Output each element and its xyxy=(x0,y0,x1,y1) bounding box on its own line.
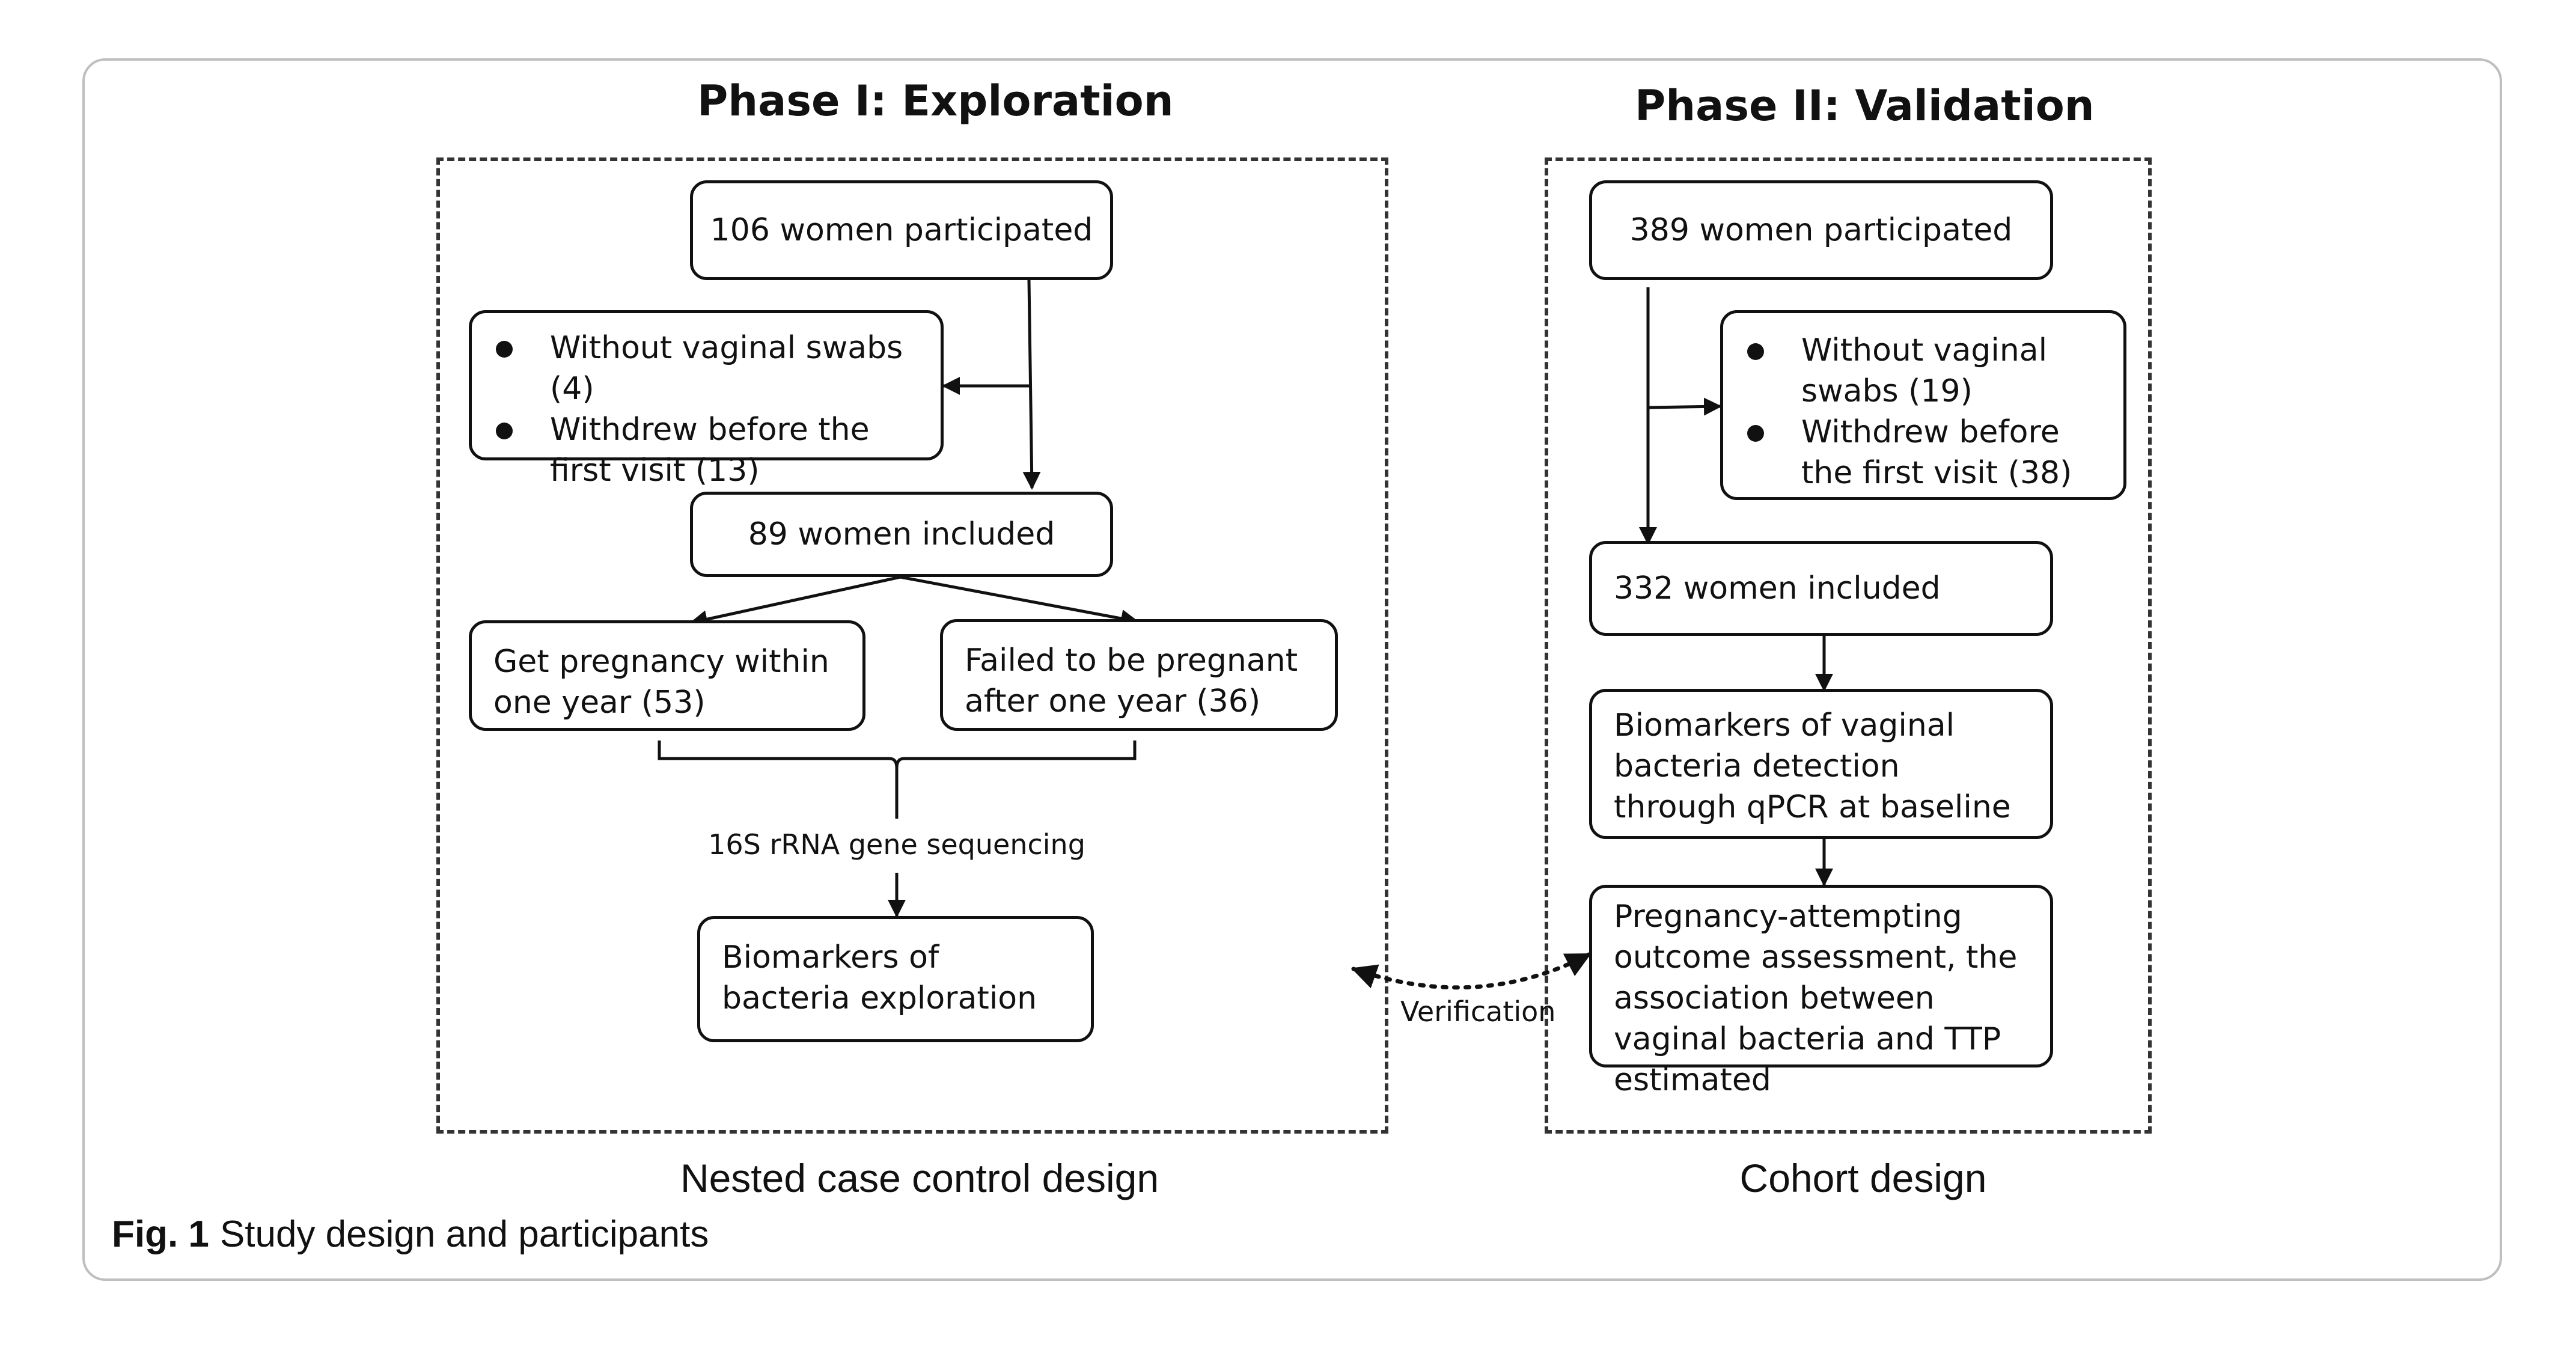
p2-excluded-list: Without vaginal swabs (19) Withdrew befo… xyxy=(1723,330,2102,493)
p1-participated-box: 106 women participated xyxy=(690,180,1113,280)
p1-outcome-text: Biomarkers of bacteria exploration xyxy=(722,939,1037,1016)
p1-pregnant-box: Get pregnancy within one year (53) xyxy=(469,620,865,731)
p1-main-arrow xyxy=(1022,279,1041,490)
p2-participated-box: 389 women participated xyxy=(1589,180,2053,280)
p1-pregnant-text: Get pregnancy within one year (53) xyxy=(493,644,829,721)
p1-participated-text: 106 women participated xyxy=(710,212,1093,248)
p2-excluded-item: Without vaginal swabs (19) xyxy=(1723,330,2102,412)
p1-not-pregnant-box: Failed to be pregnant after one year (36… xyxy=(940,619,1338,731)
phase2-container xyxy=(1545,157,2152,1134)
p1-not-pregnant-text: Failed to be pregnant after one year (36… xyxy=(965,643,1298,719)
p2-excluded-box: Without vaginal swabs (19) Withdrew befo… xyxy=(1720,310,2126,500)
p1-included-text: 89 women included xyxy=(748,516,1055,552)
verification-label: Verification xyxy=(1400,995,1556,1028)
p1-outcome-box: Biomarkers of bacteria exploration xyxy=(697,916,1094,1042)
p1-split-right-arrow xyxy=(900,575,1139,628)
p1-excluded-box: Without vaginal swabs (4) Withdrew befor… xyxy=(469,310,944,489)
p1-included-box: 89 women included xyxy=(690,492,1113,577)
phase2-design-label: Cohort design xyxy=(1739,1156,1987,1200)
p2-included-text: 332 women included xyxy=(1614,570,1941,606)
figure-caption-text: Study design and participants xyxy=(219,1214,709,1255)
p2-detection-text: Biomarkers of vaginal bacteria detection… xyxy=(1614,707,2011,825)
p2-participated-text: 389 women participated xyxy=(1629,212,2013,248)
p1-merge-brace xyxy=(658,741,1137,769)
phase1-design-label: Nested case control design xyxy=(680,1156,1159,1200)
p2-assessment-box: Pregnancy-attempting outcome assessment,… xyxy=(1589,885,2053,1098)
p1-split-left-arrow xyxy=(689,575,901,628)
figure-frame xyxy=(82,58,2502,1281)
figure-number: Fig. 1 xyxy=(112,1214,209,1255)
verification-arrow xyxy=(1351,952,1592,990)
p2-detection-box: Biomarkers of vaginal bacteria detection… xyxy=(1589,689,2053,839)
phase1-title: Phase I: Exploration xyxy=(697,76,1174,126)
p2-excluded-item: Withdrew before the first visit (38) xyxy=(1723,412,2102,493)
p1-excluded-item: Without vaginal swabs (4) xyxy=(472,328,919,409)
phase1-container xyxy=(436,157,1388,1134)
p1-method-label: 16S rRNA gene sequencing xyxy=(708,828,1085,861)
p2-assessment-text: Pregnancy-attempting outcome assessment,… xyxy=(1614,899,2018,1098)
p2-included-box: 332 women included xyxy=(1589,541,2053,636)
p1-excluded-list: Without vaginal swabs (4) Withdrew befor… xyxy=(472,328,919,491)
p1-excluded-item: Withdrew before the first visit (13) xyxy=(472,409,919,491)
phase2-title: Phase II: Validation xyxy=(1635,81,2095,130)
p2-exclude-arrow xyxy=(1647,397,1722,416)
